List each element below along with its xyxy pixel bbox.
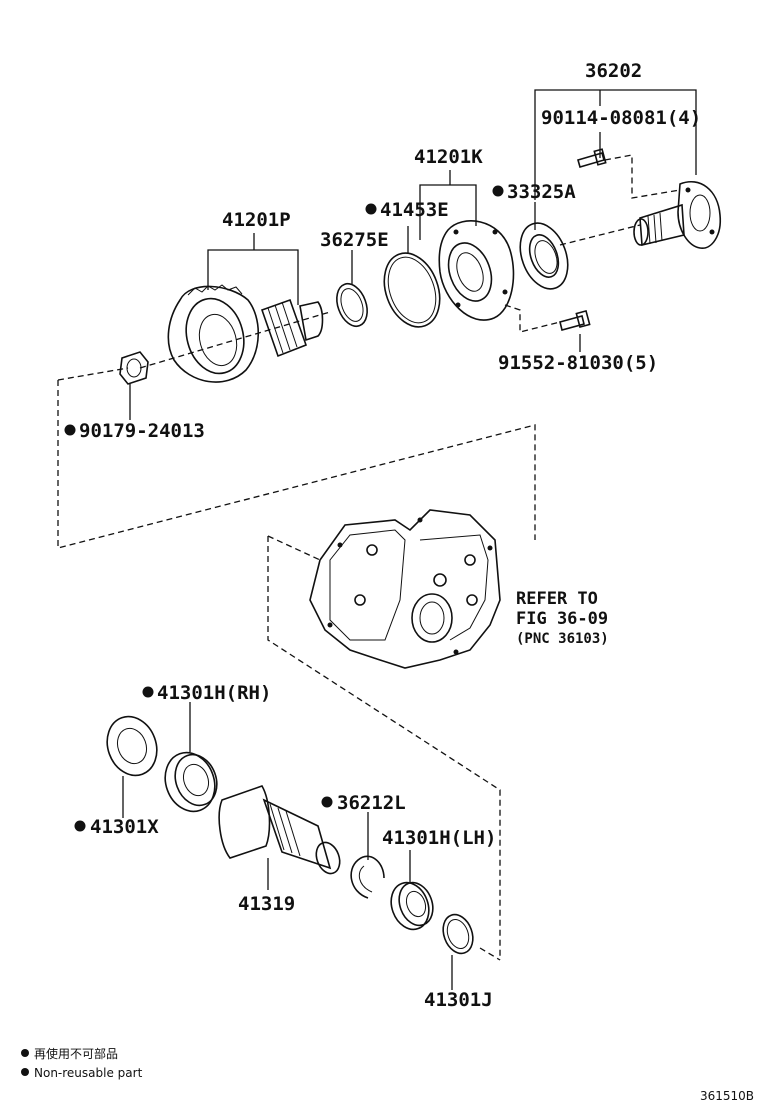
legend-marker-english — [21, 1068, 29, 1076]
label-36275e: 36275E — [320, 229, 389, 251]
refer-line-3: (PNC 36103) — [516, 631, 609, 647]
non-reusable-marker-41453e — [365, 203, 377, 215]
label-41201k: 41201K — [414, 146, 483, 168]
label-90114-08081: 90114-08081(4) — [541, 107, 701, 129]
bearing-41301h-lh — [390, 881, 434, 931]
label-41453e: 41453E — [380, 199, 449, 221]
label-41201p: 41201P — [222, 209, 291, 231]
legend-chinese: 再使用不可部品 — [34, 1046, 118, 1061]
refer-line-2: FIG 36-09 — [516, 609, 608, 629]
pinion-41201p — [260, 298, 324, 358]
transfer-case — [309, 509, 501, 669]
legend-marker-chinese — [21, 1049, 29, 1057]
assembly-centerlines — [139, 154, 681, 369]
bolt-91552 — [559, 309, 591, 331]
non-reusable-marker-33325a — [492, 185, 504, 197]
non-reusable-marker-36212l — [321, 796, 333, 808]
non-reusable-marker-90179 — [64, 424, 76, 436]
label-41301h-lh: 41301H(LH) — [382, 827, 496, 849]
washer-41301x — [106, 715, 158, 777]
snap-ring-36212l — [350, 855, 385, 899]
ring-gear-41201p — [167, 284, 259, 383]
non-reusable-marker-41301x — [74, 820, 86, 832]
label-41301j: 41301J — [424, 989, 493, 1011]
flange-36202 — [633, 181, 722, 249]
label-36202: 36202 — [585, 60, 642, 82]
legend-english: Non-reusable part — [34, 1066, 143, 1080]
nut-90179 — [119, 351, 149, 385]
bolt-90114 — [577, 148, 607, 168]
label-41301x: 41301X — [90, 816, 159, 838]
retainer-41201k — [438, 220, 515, 321]
shim-41301j — [442, 913, 474, 955]
label-41301h-rh: 41301H(RH) — [157, 682, 271, 704]
oil-seal-33325a — [519, 222, 569, 290]
non-reusable-marker-41301h-rh — [142, 686, 154, 698]
assembly-boundary-upper — [57, 367, 536, 549]
label-41319: 41319 — [238, 893, 295, 915]
shaft-41319 — [218, 785, 341, 875]
figure-code: 361510B — [700, 1089, 754, 1103]
bearing-41301h-rh — [164, 751, 218, 813]
label-36212l: 36212L — [337, 792, 406, 814]
label-91552-81030: 91552-81030(5) — [498, 352, 658, 374]
label-33325a: 33325A — [507, 181, 576, 203]
label-90179-24013: 90179-24013 — [79, 420, 205, 442]
leader-lines — [122, 89, 697, 990]
assembly-boundary-lower — [267, 535, 501, 961]
refer-line-1: REFER TO — [516, 589, 598, 609]
shim-36275e — [336, 282, 368, 328]
o-ring-41453e — [383, 252, 441, 328]
